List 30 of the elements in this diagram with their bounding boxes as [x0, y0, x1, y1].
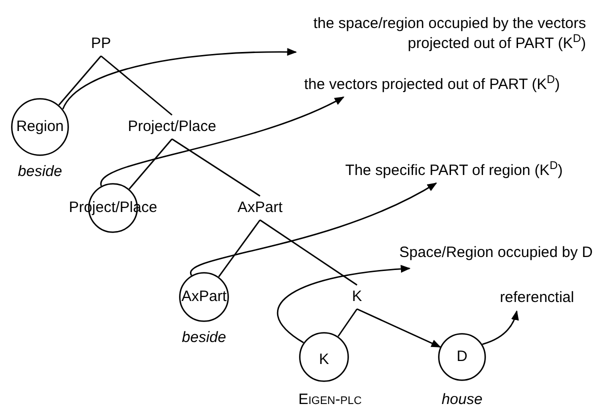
curved-arrow [277, 265, 411, 344]
curved-arrow [190, 182, 438, 276]
tree-label: Project/Place [124, 117, 220, 137]
tree-label: The specific PART of region (K$^{D}$) [343, 160, 565, 182]
tree-branch [218, 220, 261, 278]
curved-arrow [356, 308, 442, 348]
tree-label: AxPart [232, 198, 288, 218]
tree-branch [338, 308, 358, 337]
circle-node: Region [11, 98, 69, 156]
tree-branch [100, 55, 172, 116]
tree-label: referenctial [493, 287, 581, 309]
tree-branch [260, 219, 358, 286]
tree-label: PP [86, 34, 116, 54]
beside-label: beside [18, 162, 62, 182]
tree-label: K [347, 287, 367, 307]
curved-arrow [100, 96, 344, 186]
curved-arrow [62, 48, 297, 110]
beside-label: beside [182, 328, 226, 348]
tree-branch [128, 138, 173, 190]
tree-branch [58, 56, 102, 106]
circle-node: K [299, 332, 349, 382]
tree-branch [172, 138, 260, 197]
curved-arrow [482, 310, 518, 345]
tree-label: the vectors projected out of PART (K$^{D}$) [298, 74, 566, 96]
annotation-text: the space/region occupied by the vectors projected out of PART (K$^{D}$) [296, 13, 586, 55]
circle-node: AxPart [177, 272, 231, 322]
tree-label: Space/Region occupied by D [388, 242, 604, 264]
beside-label: Eigen-plc [298, 390, 362, 408]
beside-label: house [442, 390, 482, 408]
circle-node: D [438, 333, 486, 381]
